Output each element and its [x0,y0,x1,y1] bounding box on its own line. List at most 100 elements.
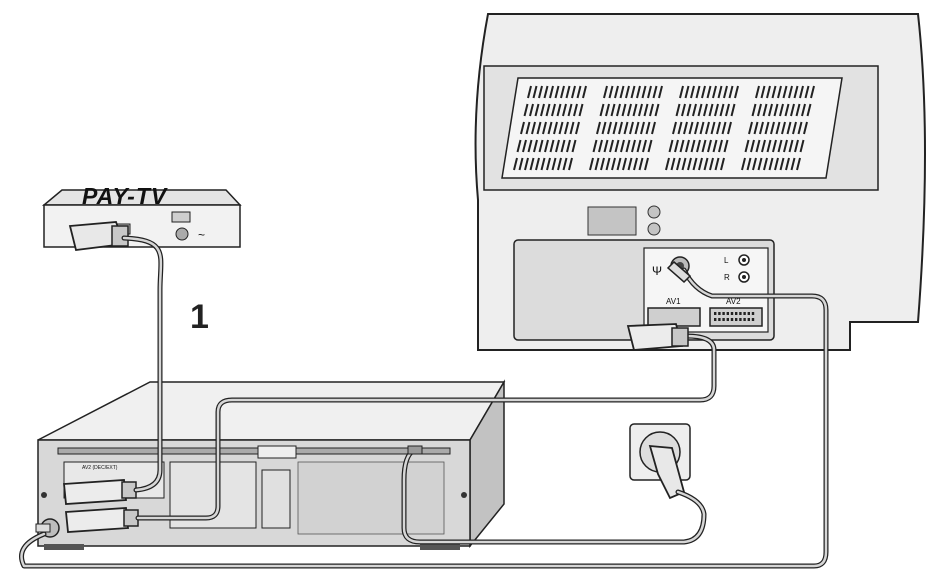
vcr-scart-plug-lower [65,507,129,533]
tv-av1-plug-grip [671,327,689,347]
vent-slot [674,139,679,153]
vent-slot [638,103,643,117]
tv-av1-plug [626,323,689,351]
vent-slot [771,85,777,99]
tv-audio-right-label: R [724,273,730,282]
vent-slot [772,139,777,153]
vent-slot [687,157,692,171]
vent-slot [600,157,605,171]
vent-slot [695,85,701,99]
vent-slot [665,157,670,171]
vcr-screw [461,492,467,498]
scart-pin [751,318,755,321]
vent-slot [676,157,681,171]
vent-slot [547,121,553,135]
vent-slot [616,157,622,171]
vent-slot [544,139,549,153]
tv-audio-left-jack-core [742,258,746,262]
vcr-foot [44,544,84,550]
vent-slot [527,85,532,99]
scart-pin [739,312,742,315]
vent-slot [810,85,815,99]
vent-slot [679,139,685,153]
vent-slot [571,139,577,153]
vent-slot [723,139,729,153]
vent-slot [719,103,725,117]
scart-pin [726,312,729,315]
vent-slot [797,121,803,135]
vent-slot [670,157,676,171]
vent-slot [775,121,781,135]
vent-slot [801,103,806,117]
vent-slot [555,139,560,153]
vent-slot [609,139,614,153]
vent-slot [717,85,723,99]
tv-audio-right-jack-core [742,275,746,279]
vent-slot [553,121,558,135]
vent-slot [793,85,799,99]
vent-slot [603,139,609,153]
vent-slot [728,85,734,99]
vent-slot [556,103,562,117]
vent-slot [640,121,645,135]
scart-pin [747,318,750,321]
scart-pin [730,312,734,315]
cable-vcr-to-tv-av1-core [136,334,716,520]
vent-slot [690,85,695,99]
vent-slot [712,85,717,99]
vent-slot [784,103,790,117]
vent-slot [708,103,714,117]
vent-slot [560,139,566,153]
tv-vent-panel [501,77,843,179]
vent-slot [766,139,772,153]
vent-slot [706,85,712,99]
vent-slot [803,121,808,135]
vent-slot [523,103,529,117]
scart-pin [714,312,717,315]
vcr-top [37,381,506,441]
decoder-mains-symbol: ~ [198,228,205,242]
scart-pin [747,312,750,315]
vent-slot [785,157,790,171]
vent-slot [725,103,730,117]
vent-slot [576,85,582,99]
vent-slot [610,103,616,117]
vent-slot [766,85,771,99]
vent-slot [601,121,607,135]
vent-slot [773,103,779,117]
vent-slot [622,157,627,171]
vent-slot [716,121,721,135]
vent-slot [631,139,636,153]
cables [19,235,829,569]
vent-slot [652,85,658,99]
vent-slot [741,157,746,171]
vent-slot [636,139,642,153]
vent-slot [647,139,653,153]
vent-slot [692,157,698,171]
scart-pin [722,312,725,315]
vent-slot [757,103,762,117]
vent-slot [744,139,750,153]
vent-slot [755,85,760,99]
scart-pin [735,312,738,315]
vent-slot [720,157,725,171]
vent-slot [644,157,649,171]
scart-pin [730,318,734,321]
vent-slot [696,139,701,153]
vent-slot [692,103,697,117]
vent-slot [723,85,728,99]
vent-slot [627,157,633,171]
vent-slot [796,157,801,171]
tv-label-plate [587,206,637,236]
vent-slot [782,85,788,99]
vent-slot [625,85,630,99]
vent-slot [647,85,652,99]
vent-slot [795,103,801,117]
vent-slot [770,121,775,135]
vcr: AV2 (DEC/EXT) [35,379,506,550]
vent-slot [779,157,785,171]
vent-slot [727,121,732,135]
vent-slot [621,103,627,117]
vent-slot [627,103,632,117]
